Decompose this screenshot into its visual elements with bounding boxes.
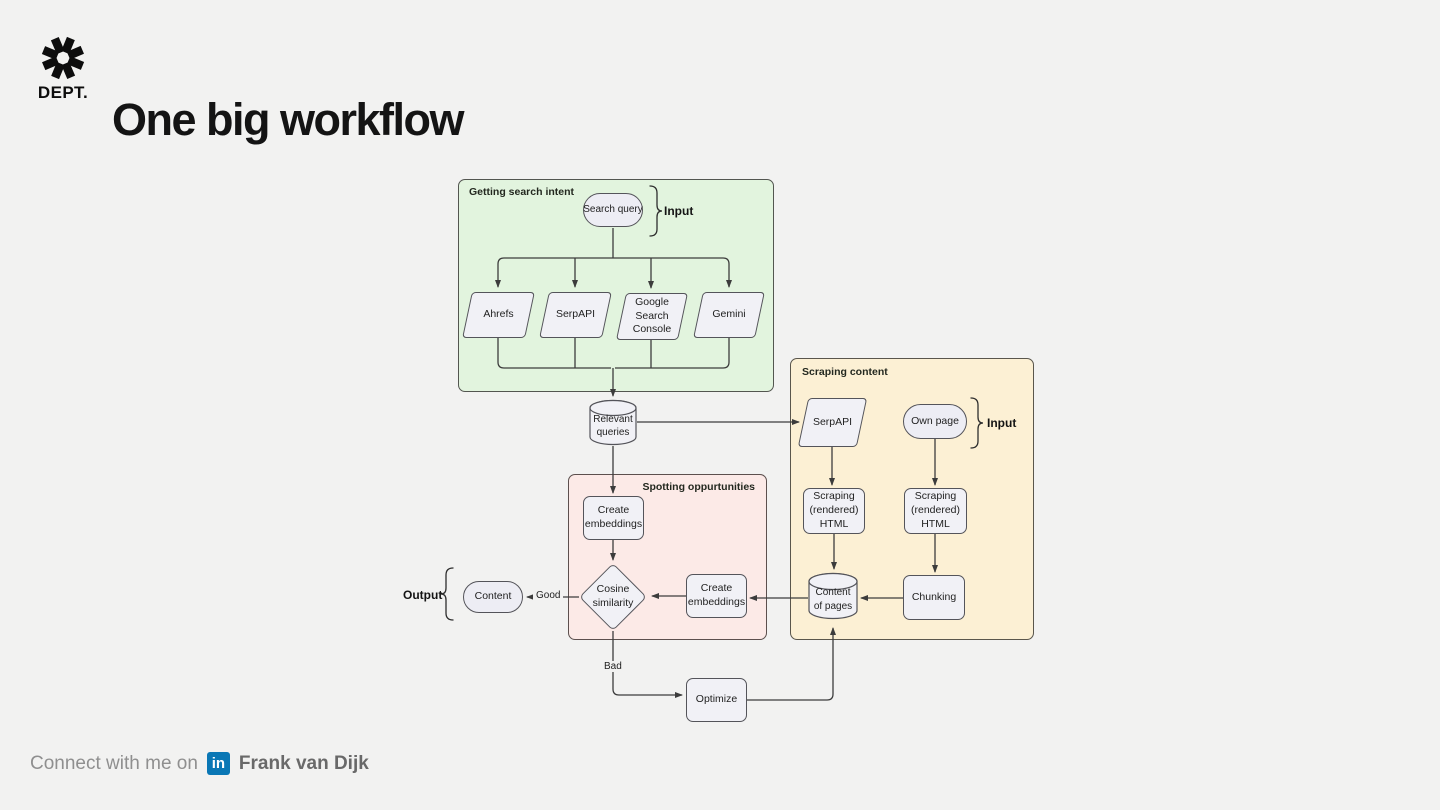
optimize-label: Optimize (695, 693, 738, 706)
page-title: One big workflow (112, 94, 465, 145)
create-embeddings-pages-label: Create embeddings (687, 582, 746, 608)
gemini-label: Gemini (712, 308, 746, 321)
create-embeddings-queries-shape (583, 496, 644, 540)
create-embeddings-pages-shape (686, 574, 747, 618)
node-scraping-rendered-html-2: Scraping (rendered) HTML (904, 488, 967, 534)
node-gemini: Gemini (693, 292, 765, 338)
serpapi-scraping-label: SerpAPI (812, 415, 853, 428)
cosine-similarity-label: Cosine similarity (592, 583, 634, 609)
node-google-search-console: Google Search Console (616, 293, 688, 340)
node-content-of-pages: Content of pages (808, 572, 858, 620)
section-label-scraping-content: Scraping content (802, 366, 888, 378)
create-embeddings-queries-label: Create embeddings (584, 504, 643, 530)
linkedin-profile-name[interactable]: Frank van Dijk (238, 752, 369, 774)
scraping-rendered-html-1-shape (803, 488, 865, 534)
linkedin-icon[interactable]: in (206, 752, 230, 775)
output-brace (440, 567, 454, 621)
scraping-rendered-html-1-label: Scraping (rendered) HTML (809, 490, 859, 530)
content-output-label: Content (474, 590, 512, 603)
input-label-scraping: Input (987, 416, 1017, 430)
optimize-shape (686, 678, 747, 722)
scraping-rendered-html-2-label: Scraping (rendered) HTML (910, 490, 961, 530)
node-cosine-similarity: Cosine similarity (578, 562, 648, 632)
node-chunking: Chunking (903, 575, 965, 620)
relevant-queries-label: Relevant queries (593, 413, 633, 438)
node-serpapi-intent: SerpAPI (539, 292, 612, 338)
chunking-label: Chunking (911, 590, 957, 603)
node-relevant-queries: Relevant queries (589, 399, 637, 446)
chunking-shape (903, 575, 965, 620)
own-page-shape (903, 404, 967, 439)
search-query-label: Search query (583, 204, 643, 216)
section-label-getting-search-intent: Getting search intent (469, 186, 575, 198)
node-search-query: Search query (583, 193, 643, 227)
dept-logo-text: DEPT. (37, 83, 89, 102)
node-create-embeddings-pages: Create embeddings (686, 574, 747, 618)
serpapi-intent-label: SerpAPI (555, 308, 596, 321)
footer: Connect with me on in Frank van Dijk (30, 752, 369, 775)
input-label-search-intent: Input (664, 204, 694, 218)
section-label-spotting-oppurtunities: Spotting oppurtunities (642, 481, 755, 493)
dept-star-icon (41, 36, 85, 80)
node-optimize: Optimize (686, 678, 747, 722)
edge-label-good: Good (533, 590, 564, 601)
relevant-queries-cylinder-shape (589, 399, 637, 446)
node-ahrefs: Ahrefs (462, 292, 535, 338)
ahrefs-label: Ahrefs (483, 308, 514, 321)
content-output-shape (463, 581, 523, 613)
scraping-rendered-html-2-shape (904, 488, 967, 534)
node-scraping-rendered-html-1: Scraping (rendered) HTML (803, 488, 865, 534)
content-of-pages-cylinder-shape (808, 572, 858, 620)
search-query-shape (583, 193, 643, 227)
edge-label-bad: Bad (601, 661, 625, 672)
dept-logo: DEPT. (33, 34, 93, 103)
node-own-page: Own page (903, 404, 967, 439)
connect-text: Connect with me on (30, 752, 198, 774)
node-serpapi-scraping: SerpAPI (797, 398, 868, 447)
node-content-output: Content (463, 581, 523, 613)
content-of-pages-label: Content of pages (813, 587, 853, 612)
node-create-embeddings-queries: Create embeddings (583, 496, 644, 540)
google-search-console-label: Google Search Console (632, 295, 672, 336)
own-page-label: Own page (911, 414, 959, 427)
output-label: Output (403, 588, 443, 602)
